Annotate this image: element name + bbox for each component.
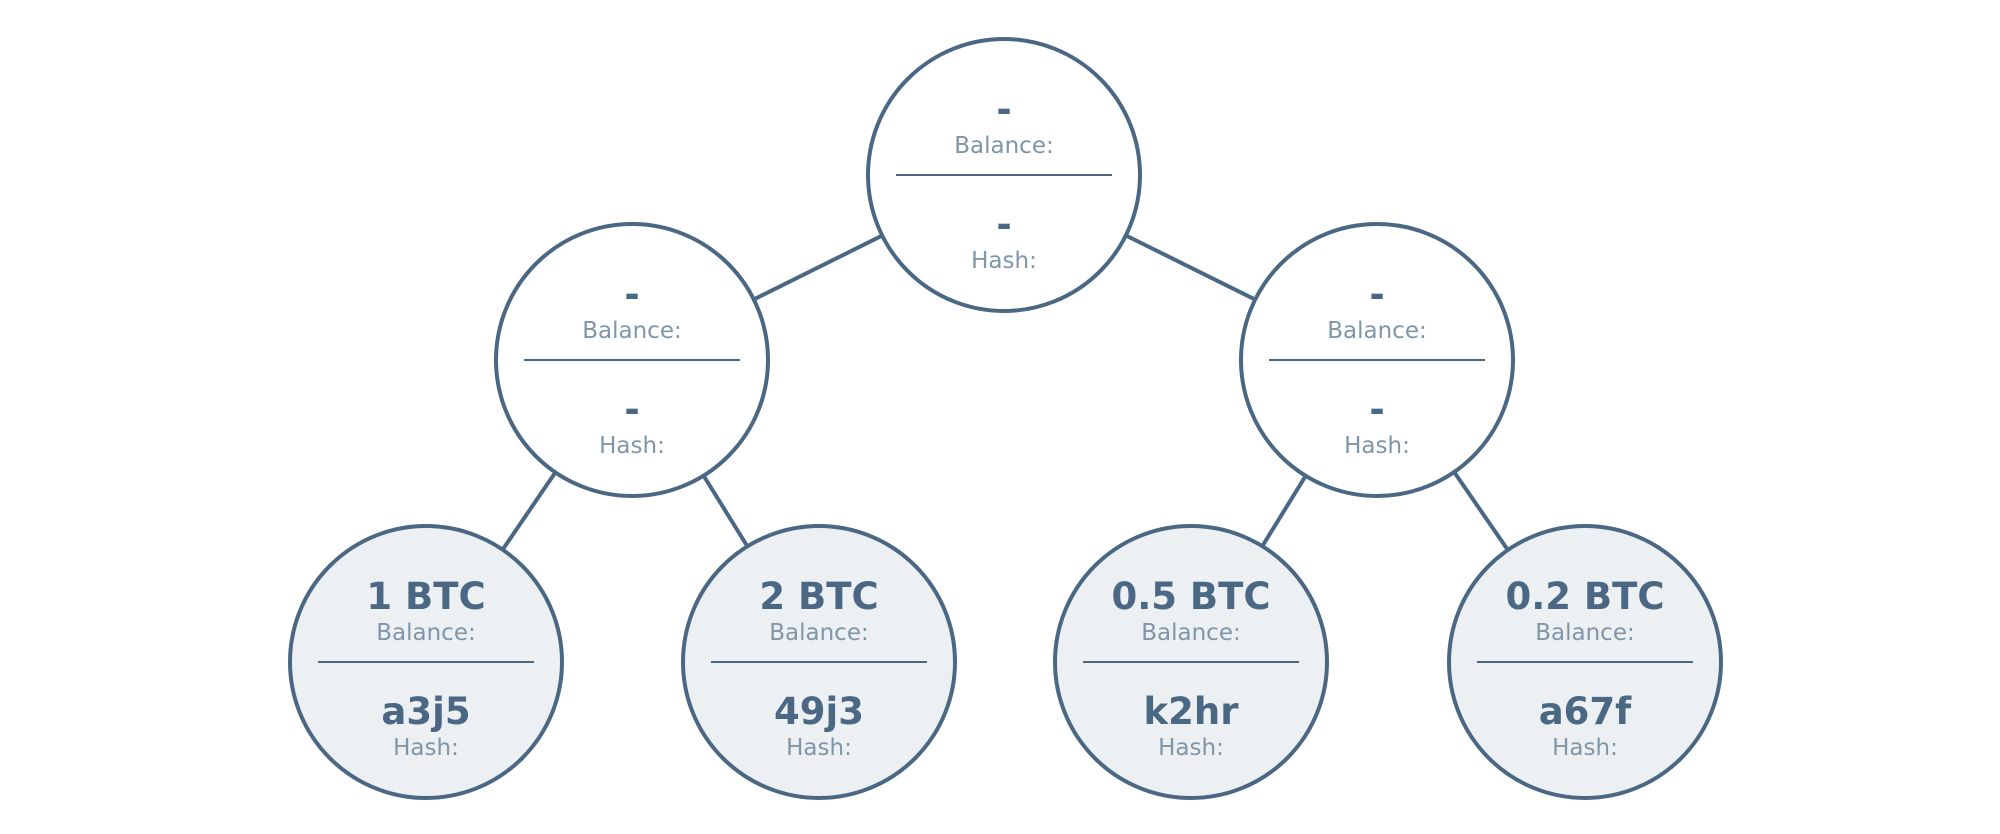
node-balance-value: - — [1369, 273, 1384, 316]
node-hash-value: - — [996, 203, 1011, 246]
node-hash-value: - — [624, 388, 639, 431]
node-balance-label: Balance: — [582, 318, 681, 344]
node-balance-label: Balance: — [376, 620, 475, 646]
node-balance-label: Balance: — [954, 133, 1053, 159]
node-balance-value: 0.5 BTC — [1111, 575, 1270, 618]
node-hash-label: Hash: — [599, 433, 665, 459]
node-hash-value: a67f — [1539, 690, 1632, 733]
node-balance-label: Balance: — [1535, 620, 1634, 646]
node-balance-value: 0.2 BTC — [1505, 575, 1664, 618]
node-balance-value: 2 BTC — [759, 575, 878, 618]
node-hash-label: Hash: — [786, 735, 852, 761]
node-hash-label: Hash: — [1158, 735, 1224, 761]
node-hash-label: Hash: — [1344, 433, 1410, 459]
node-hash-label: Hash: — [1552, 735, 1618, 761]
tree-edge-left-to-leaf-2 — [701, 474, 750, 548]
node-balance-label: Balance: — [769, 620, 868, 646]
node-hash-label: Hash: — [971, 248, 1037, 274]
node-hash-value: k2hr — [1144, 690, 1240, 733]
tree-edge-root-to-left — [752, 233, 884, 302]
tree-node-right: -Balance:-Hash: — [1239, 222, 1515, 498]
tree-node-root: -Balance:-Hash: — [866, 37, 1142, 313]
node-balance-value: 1 BTC — [366, 575, 485, 618]
node-balance-value: - — [624, 273, 639, 316]
tree-edge-left-to-leaf-1 — [500, 471, 558, 551]
node-hash-label: Hash: — [393, 735, 459, 761]
node-balance-label: Balance: — [1141, 620, 1240, 646]
node-balance-label: Balance: — [1327, 318, 1426, 344]
node-balance-value: - — [996, 88, 1011, 131]
tree-edge-right-to-leaf-4 — [1452, 470, 1510, 552]
tree-nodes: -Balance:-Hash:-Balance:-Hash:-Balance:-… — [288, 37, 1723, 800]
node-hash-value: - — [1369, 388, 1384, 431]
tree-edge-right-to-leaf-3 — [1260, 474, 1308, 548]
tree-edges — [500, 233, 1510, 552]
node-hash-value: 49j3 — [774, 690, 864, 733]
tree-node-left: -Balance:-Hash: — [494, 222, 770, 498]
node-hash-value: a3j5 — [381, 690, 470, 733]
tree-edge-root-to-right — [1124, 233, 1257, 302]
